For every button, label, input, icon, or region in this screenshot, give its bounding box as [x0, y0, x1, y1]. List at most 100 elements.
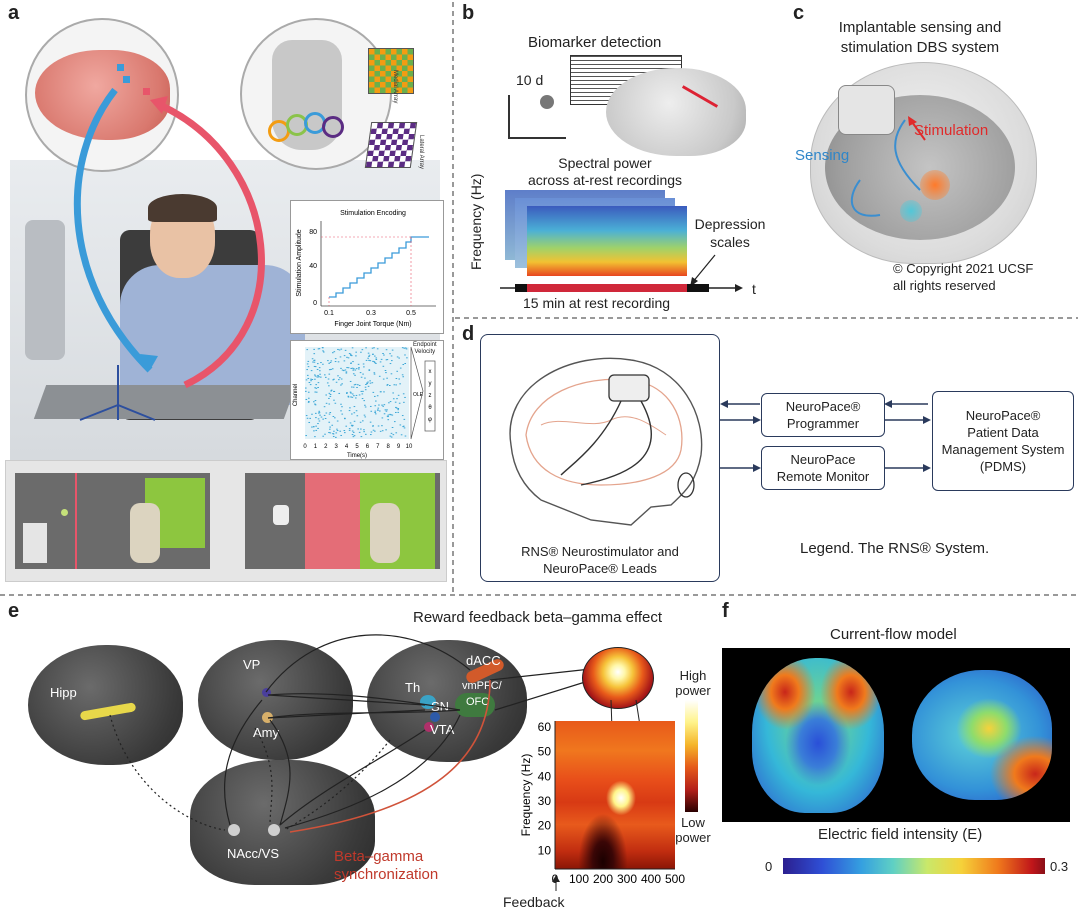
raster-spike [389, 413, 391, 415]
chart2-var-phi: φ [428, 417, 432, 423]
colorbar-max: 0.3 [1050, 859, 1069, 874]
raster-spike [374, 362, 376, 364]
raster-spike [376, 348, 379, 350]
tf-ylabel: Frequency (Hz) [520, 754, 533, 837]
raster-spike [314, 412, 317, 414]
raster-spike [317, 386, 319, 388]
raster-spike [312, 426, 315, 428]
medial-array [368, 48, 414, 94]
raster-spike [305, 435, 307, 437]
nacc-roi-right [268, 824, 280, 836]
raster-spike [349, 391, 352, 393]
colorbar-min: 0 [765, 859, 773, 874]
chart1-xtick-05: 0.5 [406, 310, 416, 317]
raster-spike [389, 435, 392, 437]
raster-spike [349, 407, 351, 409]
raster-spike [391, 349, 394, 351]
tf-xtick: 500 [665, 872, 685, 886]
raster-spike [306, 417, 309, 419]
raster-spike [382, 353, 384, 355]
raster-spike [364, 377, 366, 379]
raster-spike [336, 420, 339, 422]
sagittal-brain [912, 670, 1052, 800]
raster-spike [380, 391, 382, 393]
raster-spike [347, 367, 350, 369]
raster-spike [332, 379, 334, 381]
raster-spike [350, 392, 352, 394]
raster-spike [365, 347, 367, 349]
chart1-ytick-40: 40 [309, 263, 317, 270]
raster-spike [315, 429, 318, 431]
panel-label-b: b [462, 2, 475, 24]
chart2-xtick: 8 [387, 444, 391, 450]
vta-label: VTA [430, 722, 455, 737]
chart2-xtick: 9 [397, 444, 401, 450]
raster-spike [396, 398, 398, 400]
task1-red-line [75, 473, 77, 569]
raster-spike [347, 396, 350, 398]
chart2-ylabel: Channel [293, 384, 299, 406]
raster-spike [382, 365, 385, 367]
raster-spike [350, 424, 353, 426]
raster-spike [371, 382, 374, 384]
raster-spike [328, 362, 330, 364]
brain-vp [198, 640, 353, 760]
raster-spike [329, 395, 332, 397]
raster-spike [335, 436, 337, 438]
raster-spike [352, 436, 355, 438]
chart1-xtick-03: 0.3 [366, 310, 376, 317]
raster-spike [390, 436, 393, 438]
raster-spike [307, 397, 310, 399]
raster-spike [348, 428, 351, 430]
current-flow-title: Current-flow model [830, 626, 957, 643]
raster-spike [364, 389, 367, 391]
raster-spike [329, 361, 332, 363]
electrode-blue [117, 64, 124, 71]
raster-spike [350, 386, 353, 388]
raster-spike [320, 376, 322, 378]
raster-spike [327, 360, 329, 362]
rns-device-caption: RNS® Neurostimulator and NeuroPace® Lead… [521, 544, 679, 576]
raster-spike [401, 374, 404, 376]
raster-spike [341, 406, 343, 408]
raster-spike [347, 357, 350, 359]
raster-spike [329, 432, 332, 434]
raster-spike [345, 371, 348, 373]
raster-spike [398, 402, 401, 404]
sensing-label: Sensing [795, 147, 850, 164]
raster-spike [369, 405, 372, 407]
raster-spike [335, 432, 338, 434]
raster-spike [368, 359, 370, 361]
raster-spike [375, 400, 377, 402]
raster-spike [317, 418, 320, 420]
raster-spike [404, 362, 407, 364]
raster-spike [370, 431, 373, 433]
raster-spike [363, 366, 365, 368]
raster-spike [322, 363, 324, 365]
brain-hipp [28, 645, 183, 765]
raster-spike [379, 430, 382, 432]
chart2-xtick: 6 [366, 444, 370, 450]
raster-spike [381, 425, 383, 427]
raster-spike [367, 352, 370, 354]
raster-spike [358, 384, 361, 386]
raster-spike [312, 401, 315, 403]
raster-spike [364, 404, 366, 406]
raster-spike [396, 356, 399, 358]
raster-spike [351, 393, 354, 395]
raster-spike [360, 351, 362, 353]
freq-ylabel-b: Frequency (Hz) [468, 173, 484, 270]
raster-spike [328, 432, 330, 434]
raster-spike [328, 392, 331, 394]
raster-spike [314, 404, 317, 406]
raster-spike [314, 391, 317, 393]
raster-spike [399, 367, 402, 369]
raster-spike [306, 374, 309, 376]
raster-spike [338, 379, 340, 381]
raster-spike [395, 407, 398, 409]
raster-spike [322, 351, 325, 353]
raster-spike [363, 431, 365, 433]
raster-spike [343, 430, 346, 432]
raster-spike [328, 397, 330, 399]
raster-spike [395, 411, 397, 413]
